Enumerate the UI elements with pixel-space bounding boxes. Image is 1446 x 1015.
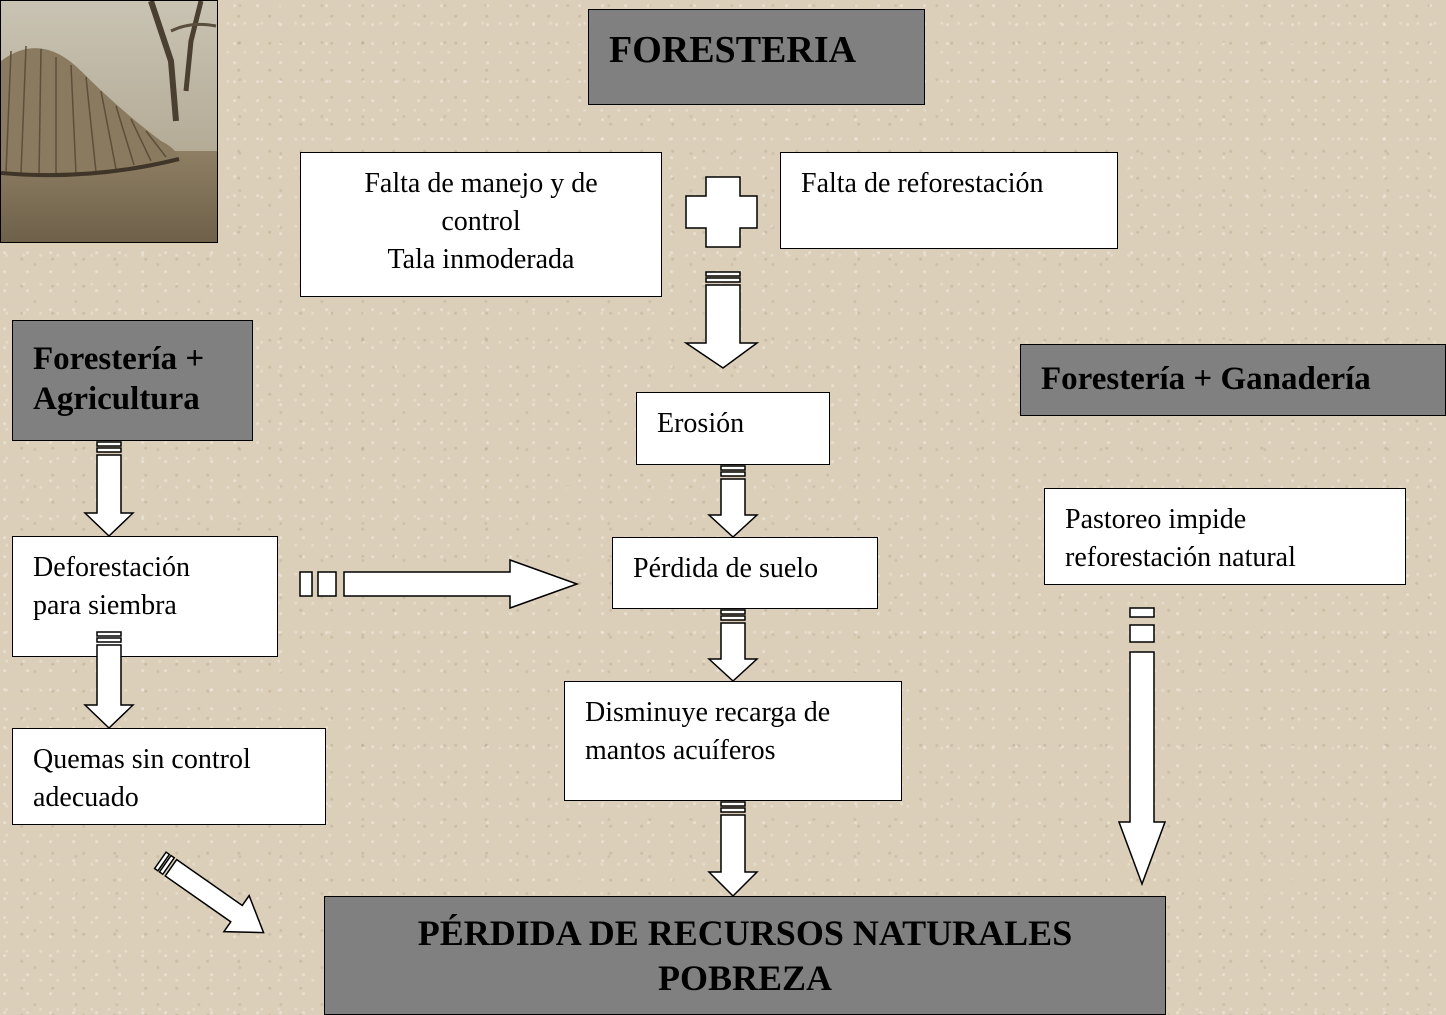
deforestation-line1: Deforestación [33,552,191,583]
arrow-down-to-result [707,801,759,898]
livestock-header-box: Forestería + Ganadería [1020,344,1446,416]
title-box: FORESTERIA [588,9,925,105]
deforestation-box: Deforestación para siembra [12,536,278,657]
result-box: PÉRDIDA DE RECURSOS NATURALES POBREZA [324,896,1166,1015]
charcoal-kiln-photo [0,0,218,243]
arrow-down-to-burning [83,631,135,730]
soil-loss-text: Pérdida de suelo [633,553,819,584]
lack-management-box: Falta de manejo y de control Tala inmode… [300,152,662,297]
arrow-right-to-soil-loss [299,558,580,610]
agriculture-header-line1: Forestería + [33,341,205,377]
agriculture-header-line2: Agricultura [33,381,200,417]
charcoal-kiln-image [1,1,217,242]
result-line1: PÉRDIDA DE RECURSOS NATURALES [417,913,1073,953]
agriculture-header-box: Forestería + Agricultura [12,320,253,441]
grazing-box: Pastoreo impide reforestación natural [1044,488,1406,585]
aquifer-line2: mantos acuíferos [585,735,776,766]
arrow-diagonal-to-result [153,851,265,934]
page-title: FORESTERIA [609,29,857,71]
deforestation-line2: para siembra [33,590,177,621]
lack-reforestation-box: Falta de reforestación [780,152,1118,249]
plus-icon [685,176,758,248]
burning-line2: adecuado [33,782,139,813]
grazing-line2: reforestación natural [1065,542,1296,573]
burning-box: Quemas sin control adecuado [12,728,326,825]
arrow-down-from-grazing [1117,607,1167,887]
result-line2: POBREZA [657,958,833,998]
erosion-text: Erosión [657,408,745,439]
burning-line1: Quemas sin control [33,744,251,775]
lack-reforestation-text: Falta de reforestación [801,168,1044,199]
soil-loss-box: Pérdida de suelo [612,537,878,609]
aquifer-box: Disminuye recarga de mantos acuíferos [564,681,902,801]
erosion-box: Erosión [636,392,830,465]
arrow-down-to-deforestation [83,441,135,538]
lack-management-line2: control [441,206,521,237]
arrow-down-to-soil-loss [707,465,759,539]
aquifer-line1: Disminuye recarga de [585,697,831,728]
lack-management-line3: Tala inmoderada [387,244,575,275]
lack-management-line1: Falta de manejo y de [364,168,598,199]
livestock-header-text: Forestería + Ganadería [1041,361,1371,397]
arrow-down-to-aquifer [707,609,759,683]
grazing-line1: Pastoreo impide [1065,504,1247,535]
arrow-down-to-erosion [683,271,760,369]
